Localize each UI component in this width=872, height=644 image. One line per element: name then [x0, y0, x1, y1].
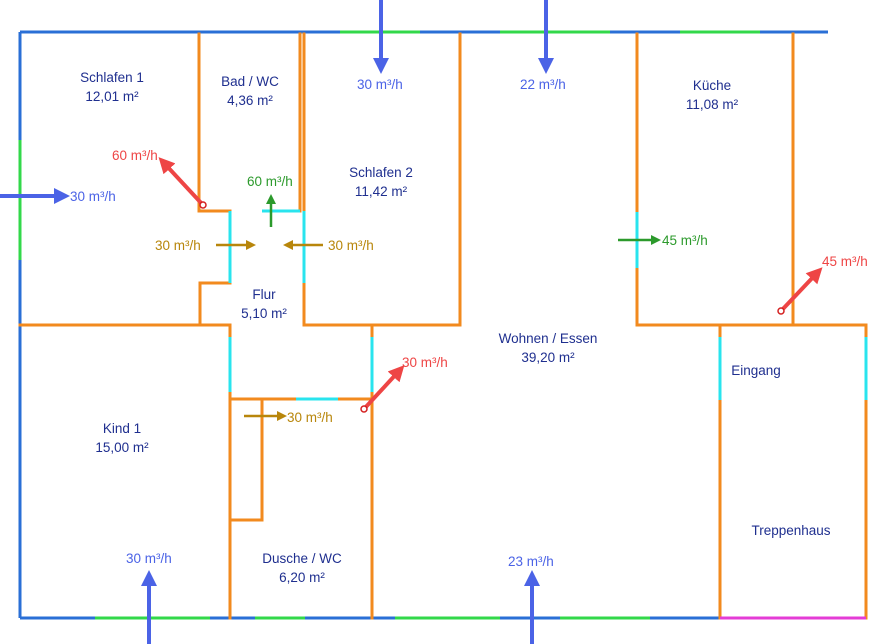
- supply-label-wohnen-bottom: 23 m³/h: [508, 554, 554, 569]
- room-eingang-name: Eingang: [731, 363, 781, 378]
- exhaust-arrow-dusche: [362, 365, 405, 411]
- room-kind1-name: Kind 1: [103, 421, 141, 436]
- room-bad-name: Bad / WC: [221, 74, 279, 89]
- supply-label-schlafen2: 30 m³/h: [357, 77, 403, 92]
- room-dusche-area: 6,20 m²: [279, 570, 325, 585]
- interior-walls: [18, 32, 868, 620]
- overflow-label-flur-dusche: 30 m³/h: [287, 410, 333, 425]
- room-kueche-area: 11,08 m²: [686, 97, 739, 112]
- room-flur-area: 5,10 m²: [241, 306, 287, 321]
- room-schlafen2-name: Schlafen 2: [349, 165, 413, 180]
- exhaust-label-kueche: 45 m³/h: [822, 254, 868, 269]
- exhaust-valve-kueche: [777, 307, 785, 315]
- room-kind1-area: 15,00 m²: [95, 440, 149, 455]
- supply-arrows: 30 m³/h 22 m³/h 30 m³/h 30 m³/h 23 m³/h: [0, 0, 566, 644]
- room-dusche-name: Dusche / WC: [262, 551, 342, 566]
- overflow-label-wohnen-kueche: 45 m³/h: [662, 233, 708, 248]
- room-kueche-name: Küche: [693, 78, 731, 93]
- exhaust-valve-dusche: [360, 405, 368, 413]
- overflow-label-schlafen1: 30 m³/h: [155, 238, 201, 253]
- room-schlafen2-area: 11,42 m²: [355, 184, 408, 199]
- overflow-label-schlafen2: 30 m³/h: [328, 238, 374, 253]
- supply-label-wohnen-top: 22 m³/h: [520, 77, 566, 92]
- room-labels: Schlafen 1 12,01 m² Bad / WC 4,36 m² Sch…: [80, 70, 831, 585]
- exhaust-label-bad: 60 m³/h: [112, 148, 158, 163]
- exhaust-arrow-bad: [158, 157, 205, 207]
- room-treppenhaus-name: Treppenhaus: [751, 523, 830, 538]
- doors: [228, 209, 868, 620]
- room-bad-area: 4,36 m²: [227, 93, 273, 108]
- exhaust-label-dusche: 30 m³/h: [402, 355, 448, 370]
- exhaust-arrows: 60 m³/h 45 m³/h 30 m³/h: [112, 148, 868, 413]
- overflow-arrows: 60 m³/h 30 m³/h 30 m³/h 45 m³/h 30 m³/h: [155, 174, 708, 425]
- room-wohnen-name: Wohnen / Essen: [499, 331, 598, 346]
- supply-label-kind1: 30 m³/h: [126, 551, 172, 566]
- overflow-label-bad: 60 m³/h: [247, 174, 293, 189]
- supply-label-schlafen1: 30 m³/h: [70, 189, 116, 204]
- exhaust-valve-bad: [199, 201, 207, 209]
- room-flur-name: Flur: [252, 287, 276, 302]
- exhaust-arrow-kueche: [779, 267, 823, 313]
- room-schlafen1-name: Schlafen 1: [80, 70, 144, 85]
- room-schlafen1-area: 12,01 m²: [85, 89, 139, 104]
- room-wohnen-area: 39,20 m²: [521, 350, 575, 365]
